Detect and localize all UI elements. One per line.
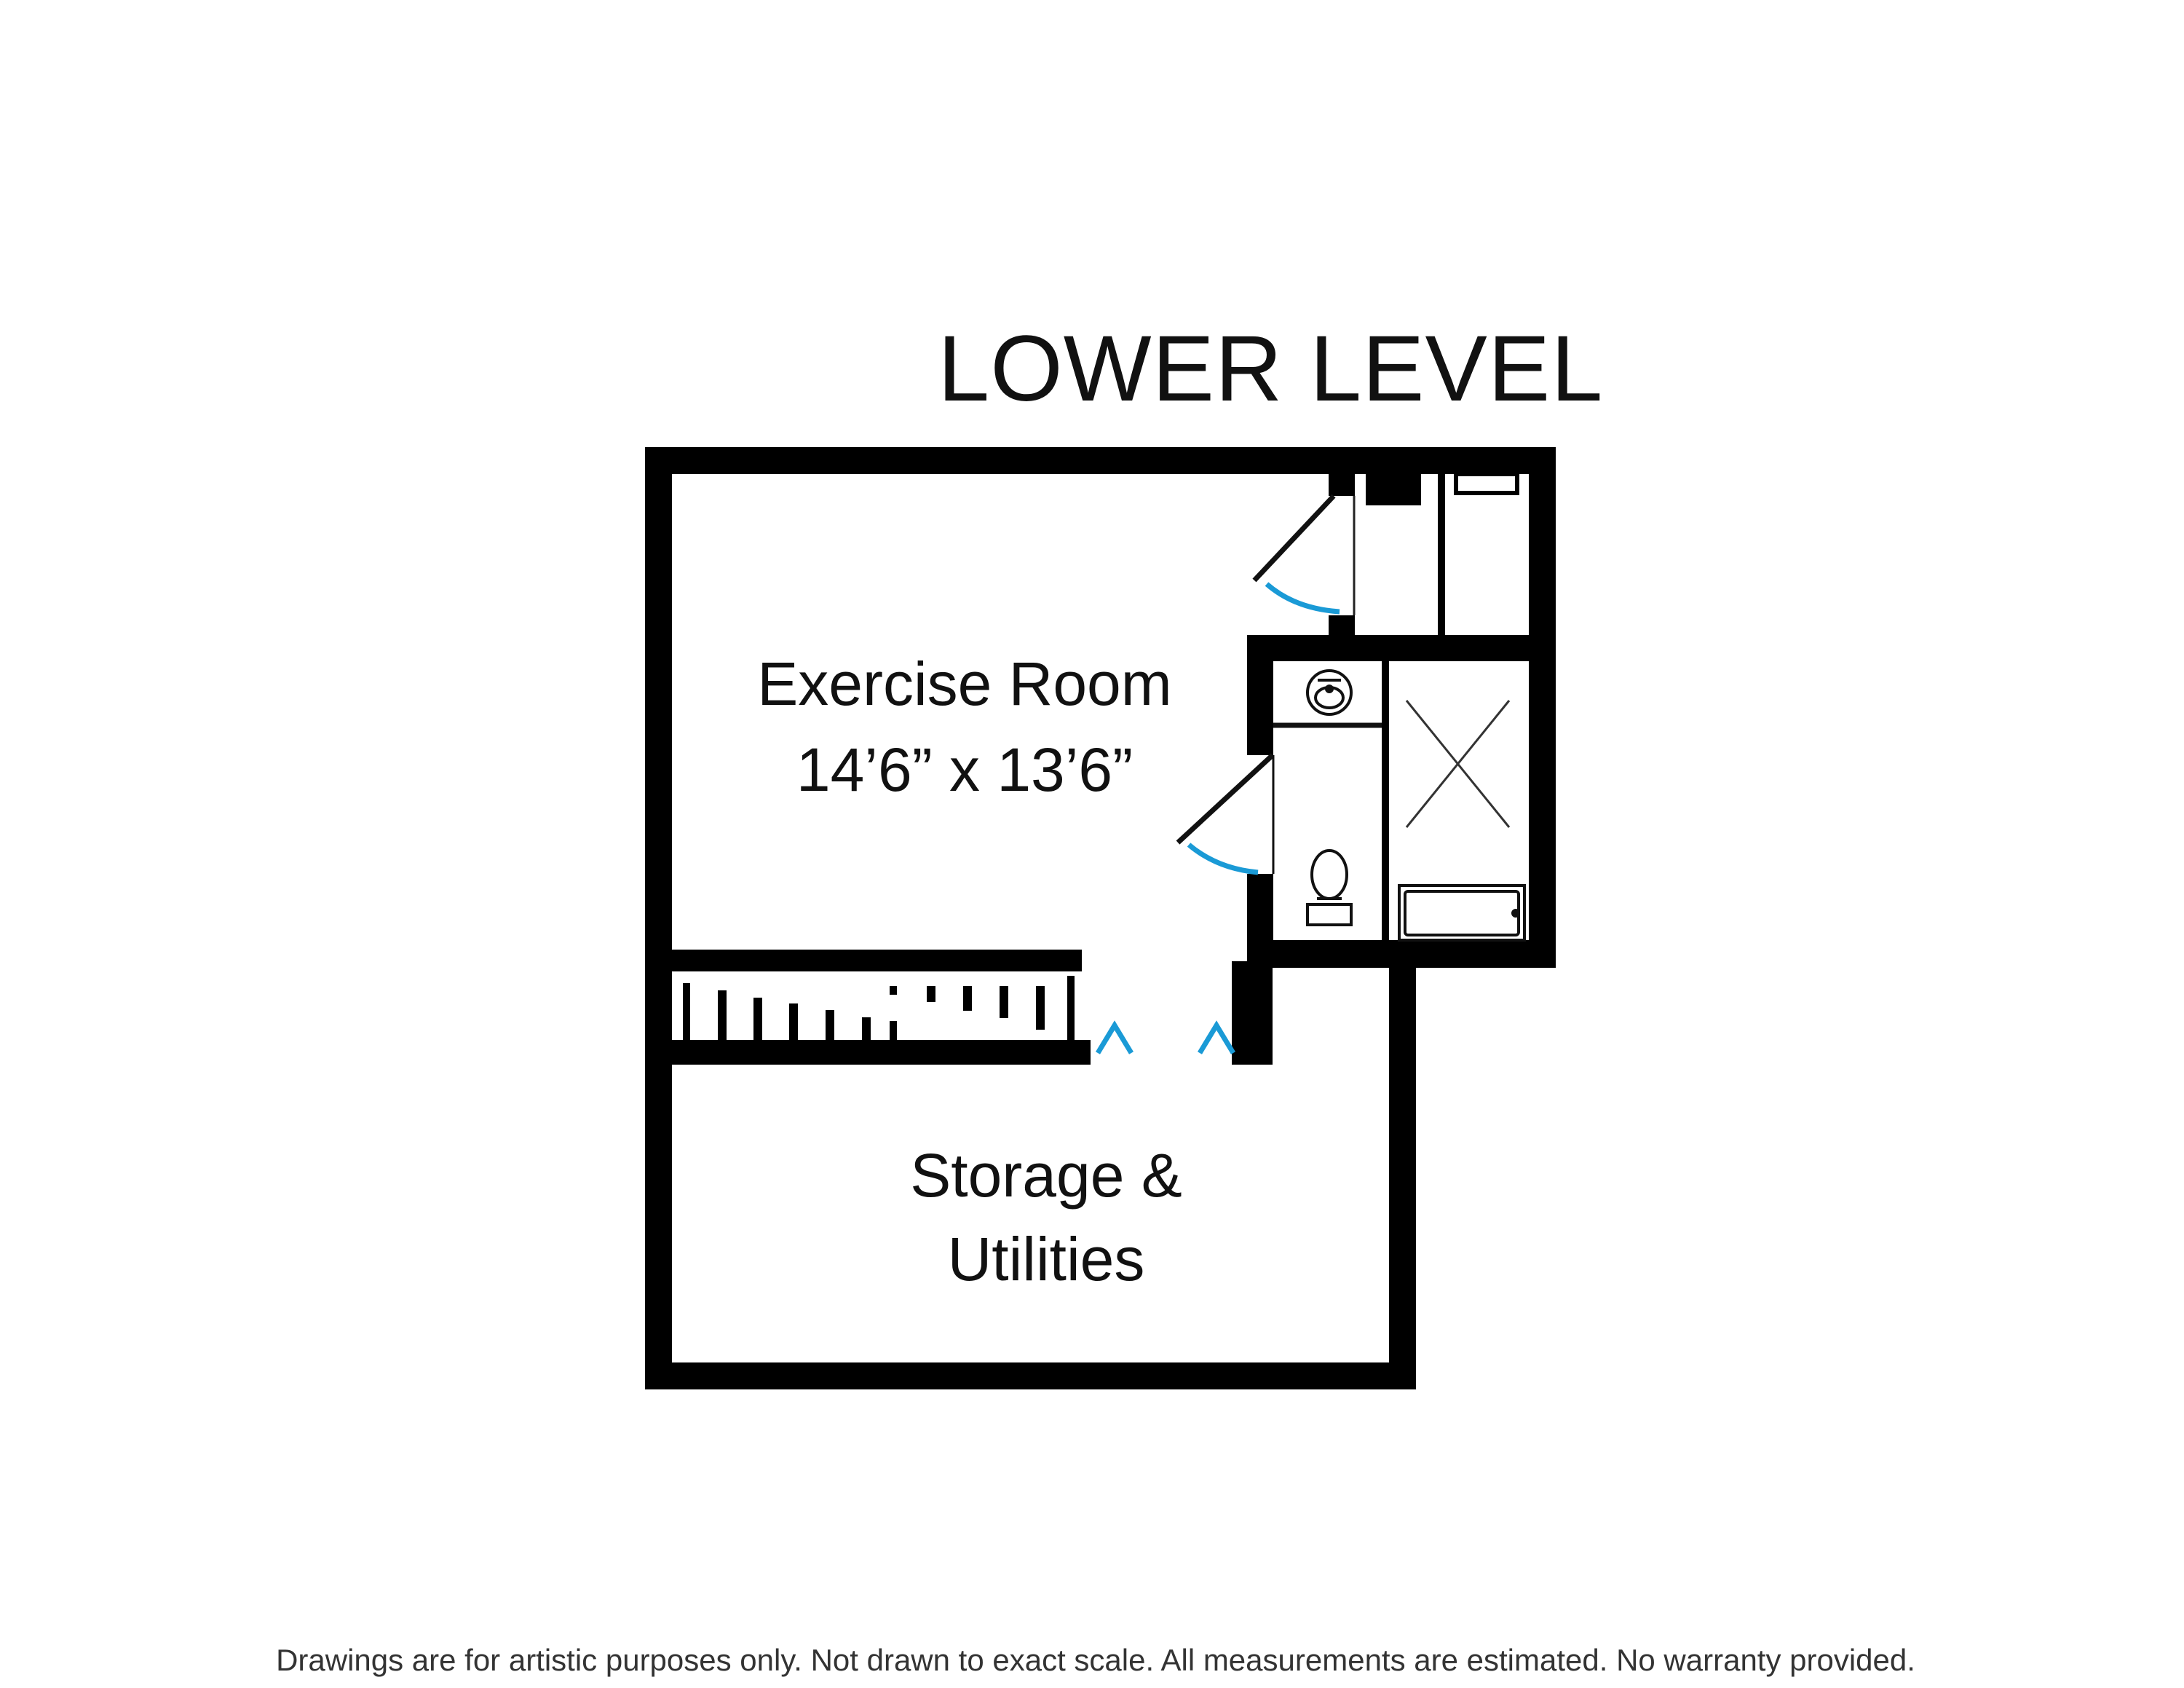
exercise-room-name: Exercise Room (757, 650, 1172, 718)
page-title: LOWER LEVEL (938, 317, 1603, 421)
wall-bath-left-lower (1247, 874, 1273, 968)
wall-right-lower (1389, 940, 1416, 1389)
opening-marker-icon (1198, 1020, 1235, 1054)
wall-top (645, 447, 1556, 474)
walls (645, 447, 1556, 1389)
wall-closet-stub-bottom (1329, 615, 1355, 637)
sink-icon (1306, 669, 1353, 716)
wall-bath-left-upper (1247, 635, 1273, 755)
door-leaf (1176, 753, 1275, 845)
wall-bath-divider (1382, 661, 1389, 940)
closet-shelf (1454, 472, 1519, 495)
wall-partition (1232, 961, 1273, 1065)
wall-closet-divider (1438, 474, 1445, 637)
storage-room-name-line2: Utilities (948, 1225, 1145, 1293)
wall-left (645, 447, 672, 1389)
shower-icon (1405, 700, 1511, 828)
opening-markers (1096, 1020, 1235, 1054)
door-swing-icon (1187, 843, 1259, 875)
bath-partitions (1272, 722, 1382, 874)
wall-bottom (645, 1362, 1415, 1389)
storage-room-name: Storage & (910, 1141, 1182, 1210)
bath-door (1176, 753, 1275, 875)
disclaimer-text: Drawings are for artistic purposes only.… (276, 1643, 1915, 1677)
stairs-icon (683, 976, 1075, 1040)
exercise-room-dimensions: 14’6” x 13’6” (796, 735, 1133, 804)
wall-stair-bottom (645, 1040, 1091, 1065)
closet-door (1252, 494, 1340, 615)
wall-closet-block (1366, 474, 1421, 505)
wall-stair-top (645, 950, 1082, 971)
door-swing-icon (1265, 582, 1340, 615)
opening-marker-icon (1096, 1020, 1133, 1054)
wall-right-upper (1529, 447, 1556, 968)
bathtub-icon (1398, 884, 1526, 942)
wall-bath-top (1247, 635, 1556, 661)
wall-closet-stub-top (1329, 474, 1355, 496)
toilet-icon (1306, 849, 1353, 926)
wall-bath-bottom (1247, 940, 1556, 968)
door-leaf (1252, 494, 1336, 583)
